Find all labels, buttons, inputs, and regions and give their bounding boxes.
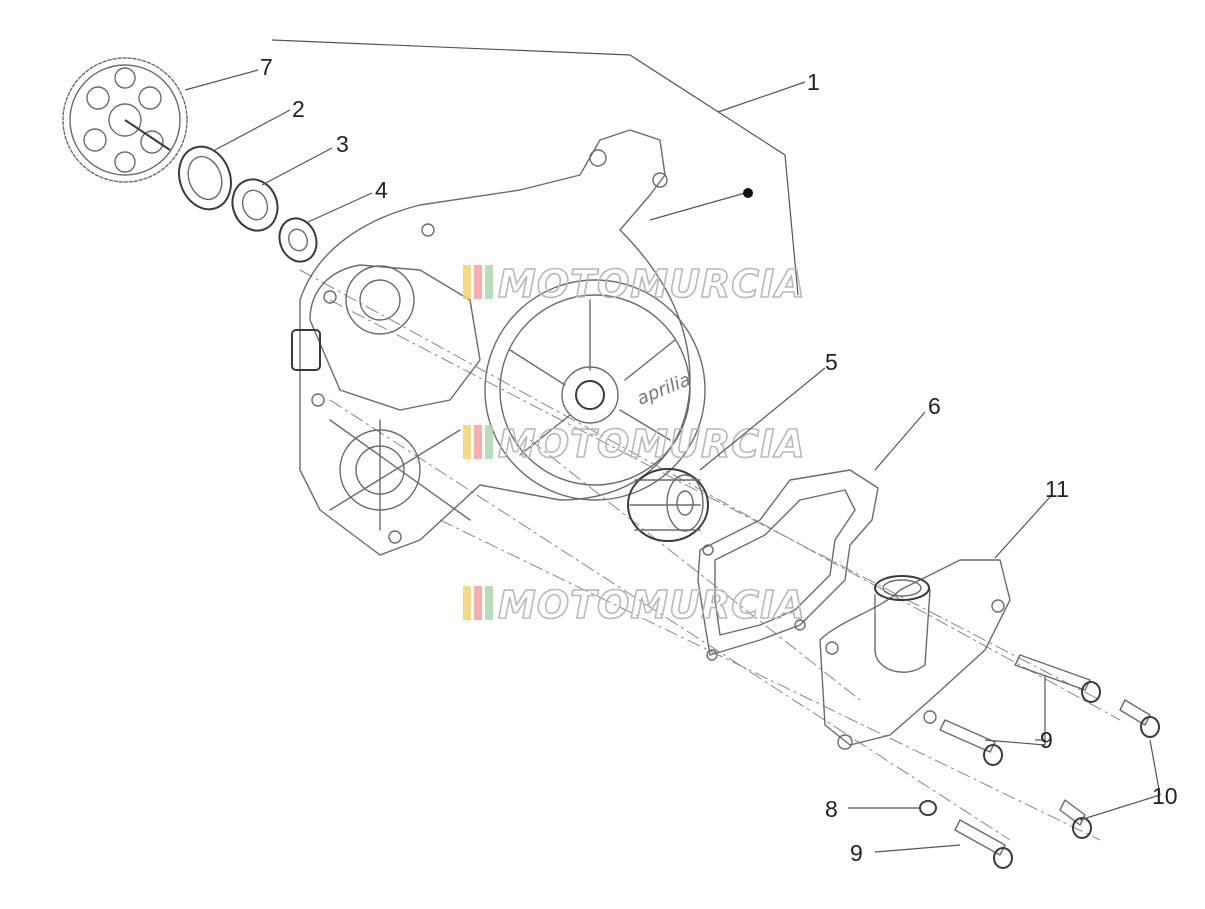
bolt-10-upper: [1119, 699, 1160, 738]
watermark-text: MOTOMURCIA: [498, 262, 806, 306]
bolt-9-middle: [939, 719, 1003, 766]
watermark-stripe-2: [474, 265, 482, 299]
engine-cover: aprilia: [291, 129, 706, 556]
watermark-stripe-3: [485, 265, 493, 299]
seal-part-4: [278, 217, 318, 263]
watermark-stripe-2: [474, 586, 482, 620]
watermark-stripe-1: [463, 425, 471, 459]
callout-labels: 1 2 3 4 5 6 7 8 9 9 10 11: [260, 54, 1178, 866]
gear-part-7: [62, 57, 188, 183]
gasket-part-6: [697, 469, 879, 661]
bolt-9-lower: [954, 819, 1013, 869]
pump-cover-part-11: [819, 559, 1011, 750]
callout-5: 5: [825, 349, 838, 375]
callout-9-lower: 9: [850, 840, 863, 866]
watermark-stripe-3: [485, 586, 493, 620]
callout-2: 2: [292, 96, 305, 122]
callout-3: 3: [336, 131, 349, 157]
bearing-part-3: [231, 178, 279, 232]
callout-6: 6: [928, 393, 941, 419]
bolt-10-lower: [1059, 799, 1092, 839]
callout-1: 1: [807, 69, 820, 95]
watermark-middle: MOTOMURCIA: [463, 421, 806, 467]
bolt-9-upper: [1014, 654, 1101, 703]
callout-4: 4: [375, 177, 388, 203]
group-bracket: [271, 39, 806, 296]
impeller-part-5: [627, 468, 709, 542]
watermark-bottom: MOTOMURCIA: [463, 582, 806, 628]
watermark-text: MOTOMURCIA: [498, 583, 806, 627]
watermark-top: MOTOMURCIA: [463, 261, 806, 307]
reference-dot: [743, 188, 753, 198]
callout-9-upper: 9: [1040, 727, 1053, 753]
callout-10: 10: [1152, 783, 1178, 809]
watermark-stripe-3: [485, 425, 493, 459]
watermark-stripe-1: [463, 586, 471, 620]
leader-lines: [184, 69, 1161, 853]
cover-brand-text: aprilia: [634, 369, 694, 409]
seal-part-2: [178, 145, 232, 211]
washer-part-8: [919, 800, 937, 816]
assembly-axes: [299, 269, 1121, 841]
watermark-text: MOTOMURCIA: [498, 422, 806, 466]
watermark-stripe-2: [474, 425, 482, 459]
callout-7: 7: [260, 54, 273, 80]
watermark-stripe-1: [463, 265, 471, 299]
callout-11: 11: [1045, 476, 1069, 502]
callout-8: 8: [825, 796, 838, 822]
